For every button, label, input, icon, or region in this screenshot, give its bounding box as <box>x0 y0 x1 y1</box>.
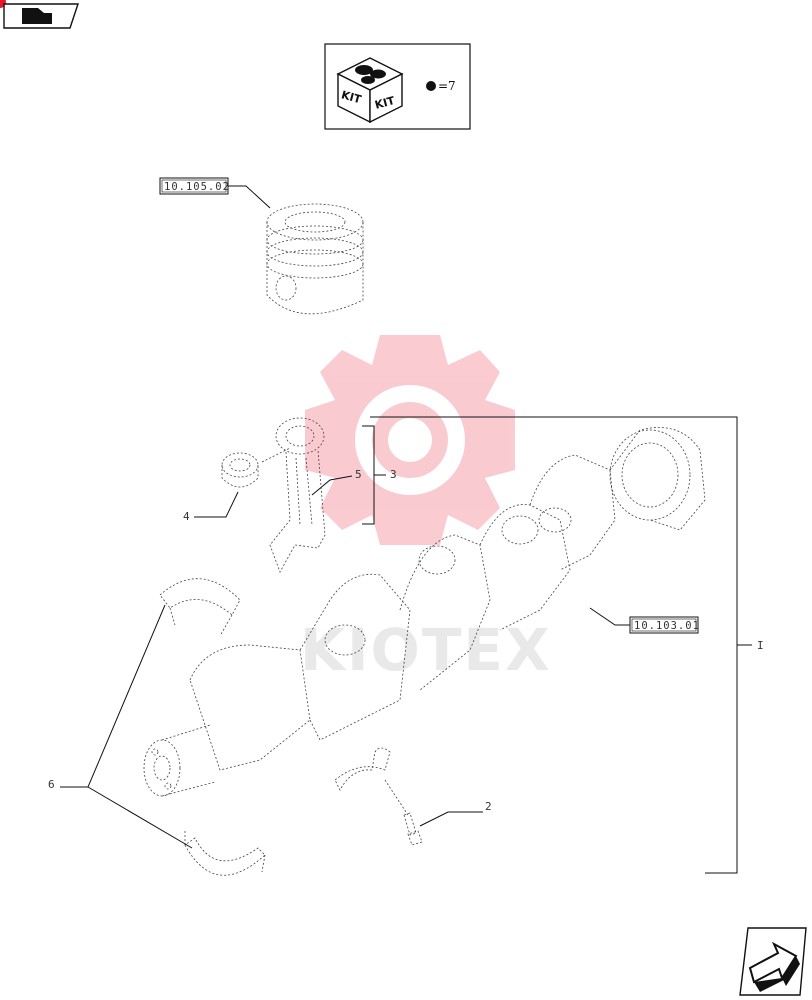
arrow-right-icon <box>748 941 800 992</box>
crankshaft-ref-box: 10.103.01 <box>629 616 700 634</box>
connecting-rod-cap <box>334 747 391 791</box>
folder-arrow-icon <box>22 8 52 24</box>
kit-box-icon: KIT KIT <box>336 57 404 124</box>
callout-5-leader <box>311 475 353 496</box>
watermark <box>305 335 515 545</box>
next-page-button[interactable] <box>739 927 807 996</box>
connecting-rod-bolt <box>403 812 423 846</box>
piston <box>266 203 364 315</box>
bullet-dot-icon <box>426 81 436 91</box>
crankshaft-leader-line <box>589 607 630 626</box>
callout-I: I <box>757 639 764 652</box>
callout-3: 3 <box>390 468 397 481</box>
callout-6-leaders <box>60 604 193 849</box>
kit-left-label: KIT <box>340 88 363 106</box>
crankshaft <box>143 427 706 797</box>
callout-4-leader <box>194 491 239 518</box>
watermark-text: KIOTEX <box>300 616 552 684</box>
callout-4: 4 <box>183 510 190 523</box>
connecting-rod <box>269 417 326 573</box>
callout-6: 6 <box>48 778 55 791</box>
piston-ref-box: 10.105.02 <box>159 177 230 195</box>
kit-legend-box: KIT KIT =7 <box>324 43 471 130</box>
callout-2-leader <box>419 811 483 827</box>
piston-leader-line <box>228 185 271 209</box>
upper-bearing-shell <box>159 578 241 637</box>
small-end-bushing <box>221 452 259 488</box>
kit-quantity-text: =7 <box>438 79 456 93</box>
piston-ref-label: 10.105.02 <box>164 181 230 193</box>
bushing-axis-line <box>261 447 291 463</box>
lower-bearing-shell <box>184 830 266 876</box>
crankshaft-ref-label: 10.103.01 <box>634 620 700 632</box>
kit-right-label: KIT <box>373 94 396 112</box>
callout-5: 5 <box>355 468 362 481</box>
callout-2: 2 <box>485 800 492 813</box>
watermark-gear-icon <box>305 335 515 545</box>
nav-tab[interactable] <box>0 0 79 29</box>
nav-dot-icon <box>0 0 6 8</box>
